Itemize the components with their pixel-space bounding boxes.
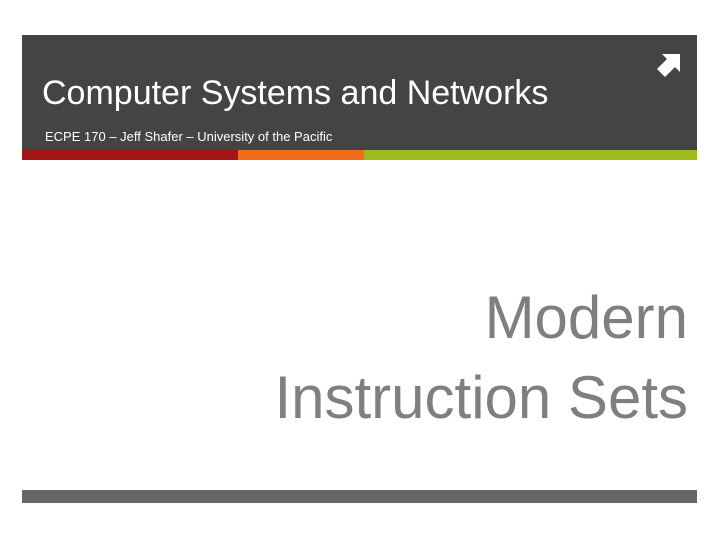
accent-stripe-orange xyxy=(238,150,364,160)
slide-title-line-1: Modern xyxy=(484,284,688,351)
arrow-up-right-icon xyxy=(657,54,680,77)
presentation-title: Computer Systems and Networks xyxy=(42,74,549,112)
footer-bar xyxy=(22,490,697,503)
accent-stripe-red xyxy=(22,150,238,160)
accent-stripe-green xyxy=(364,150,697,160)
header-band: Computer Systems and Networks ECPE 170 –… xyxy=(22,35,697,150)
slide-title: Modern Instruction Sets xyxy=(168,278,688,438)
presentation-subtitle: ECPE 170 – Jeff Shafer – University of t… xyxy=(45,129,333,144)
slide-title-line-2: Instruction Sets xyxy=(274,364,688,431)
